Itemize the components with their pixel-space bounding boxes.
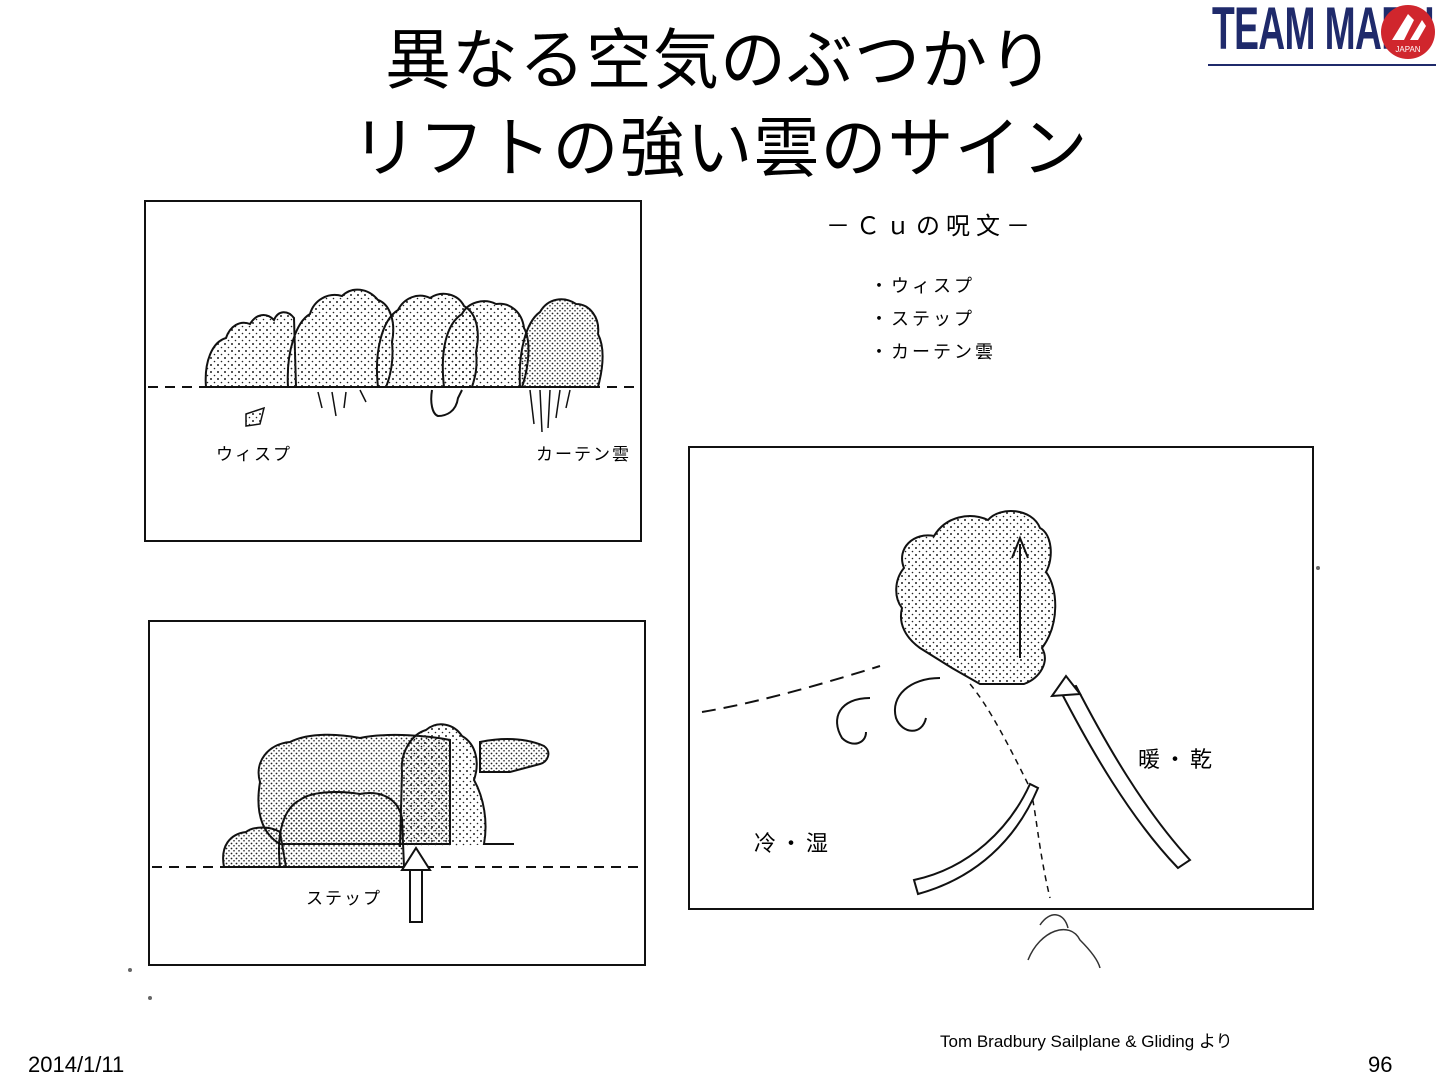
figure-wisp-curtain: ウィスプ カーテン雲 <box>144 200 642 542</box>
cu-spell-list: ・ウィスプ ・ステップ ・カーテン雲 <box>870 272 996 371</box>
figure-air-mass-collision: 暖・乾 冷・湿 <box>688 446 1314 910</box>
convergence-drawing <box>701 509 1192 899</box>
warm-dry-label: 暖・乾 <box>1138 748 1217 773</box>
slide-title-line1: 異なる空気のぶつかり <box>385 22 1055 99</box>
logo-sub-text: JAPAN <box>1395 45 1420 54</box>
cold-wet-label: 冷・湿 <box>754 832 833 857</box>
list-item: ・カーテン雲 <box>870 342 996 363</box>
list-item: ・ステップ <box>870 309 975 330</box>
logo-underline <box>1208 64 1436 66</box>
slide-page-number: 96 <box>1368 1052 1393 1077</box>
slide-date: 2014/1/11 <box>28 1052 125 1077</box>
source-credit: Tom Bradbury Sailplane & Gliding より <box>940 1032 1233 1051</box>
slide-title-line2: リフトの強い雲のサイン <box>351 110 1089 187</box>
step-cloud-drawing <box>152 723 640 923</box>
logo-emblem-icon: JAPAN <box>1381 5 1435 59</box>
step-label: ステップ <box>306 889 382 909</box>
list-item: ・ウィスプ <box>870 276 975 297</box>
cu-spell-title: －Ｃｕの呪文－ <box>826 212 1036 240</box>
curtain-cloud-label: カーテン雲 <box>536 445 631 465</box>
wisp-label: ウィスプ <box>216 445 292 465</box>
cloud-row-drawing <box>148 288 636 433</box>
figure-step: ステップ <box>148 620 646 966</box>
team-maru-logo: TEAM MARU JAPAN <box>1208 0 1436 66</box>
